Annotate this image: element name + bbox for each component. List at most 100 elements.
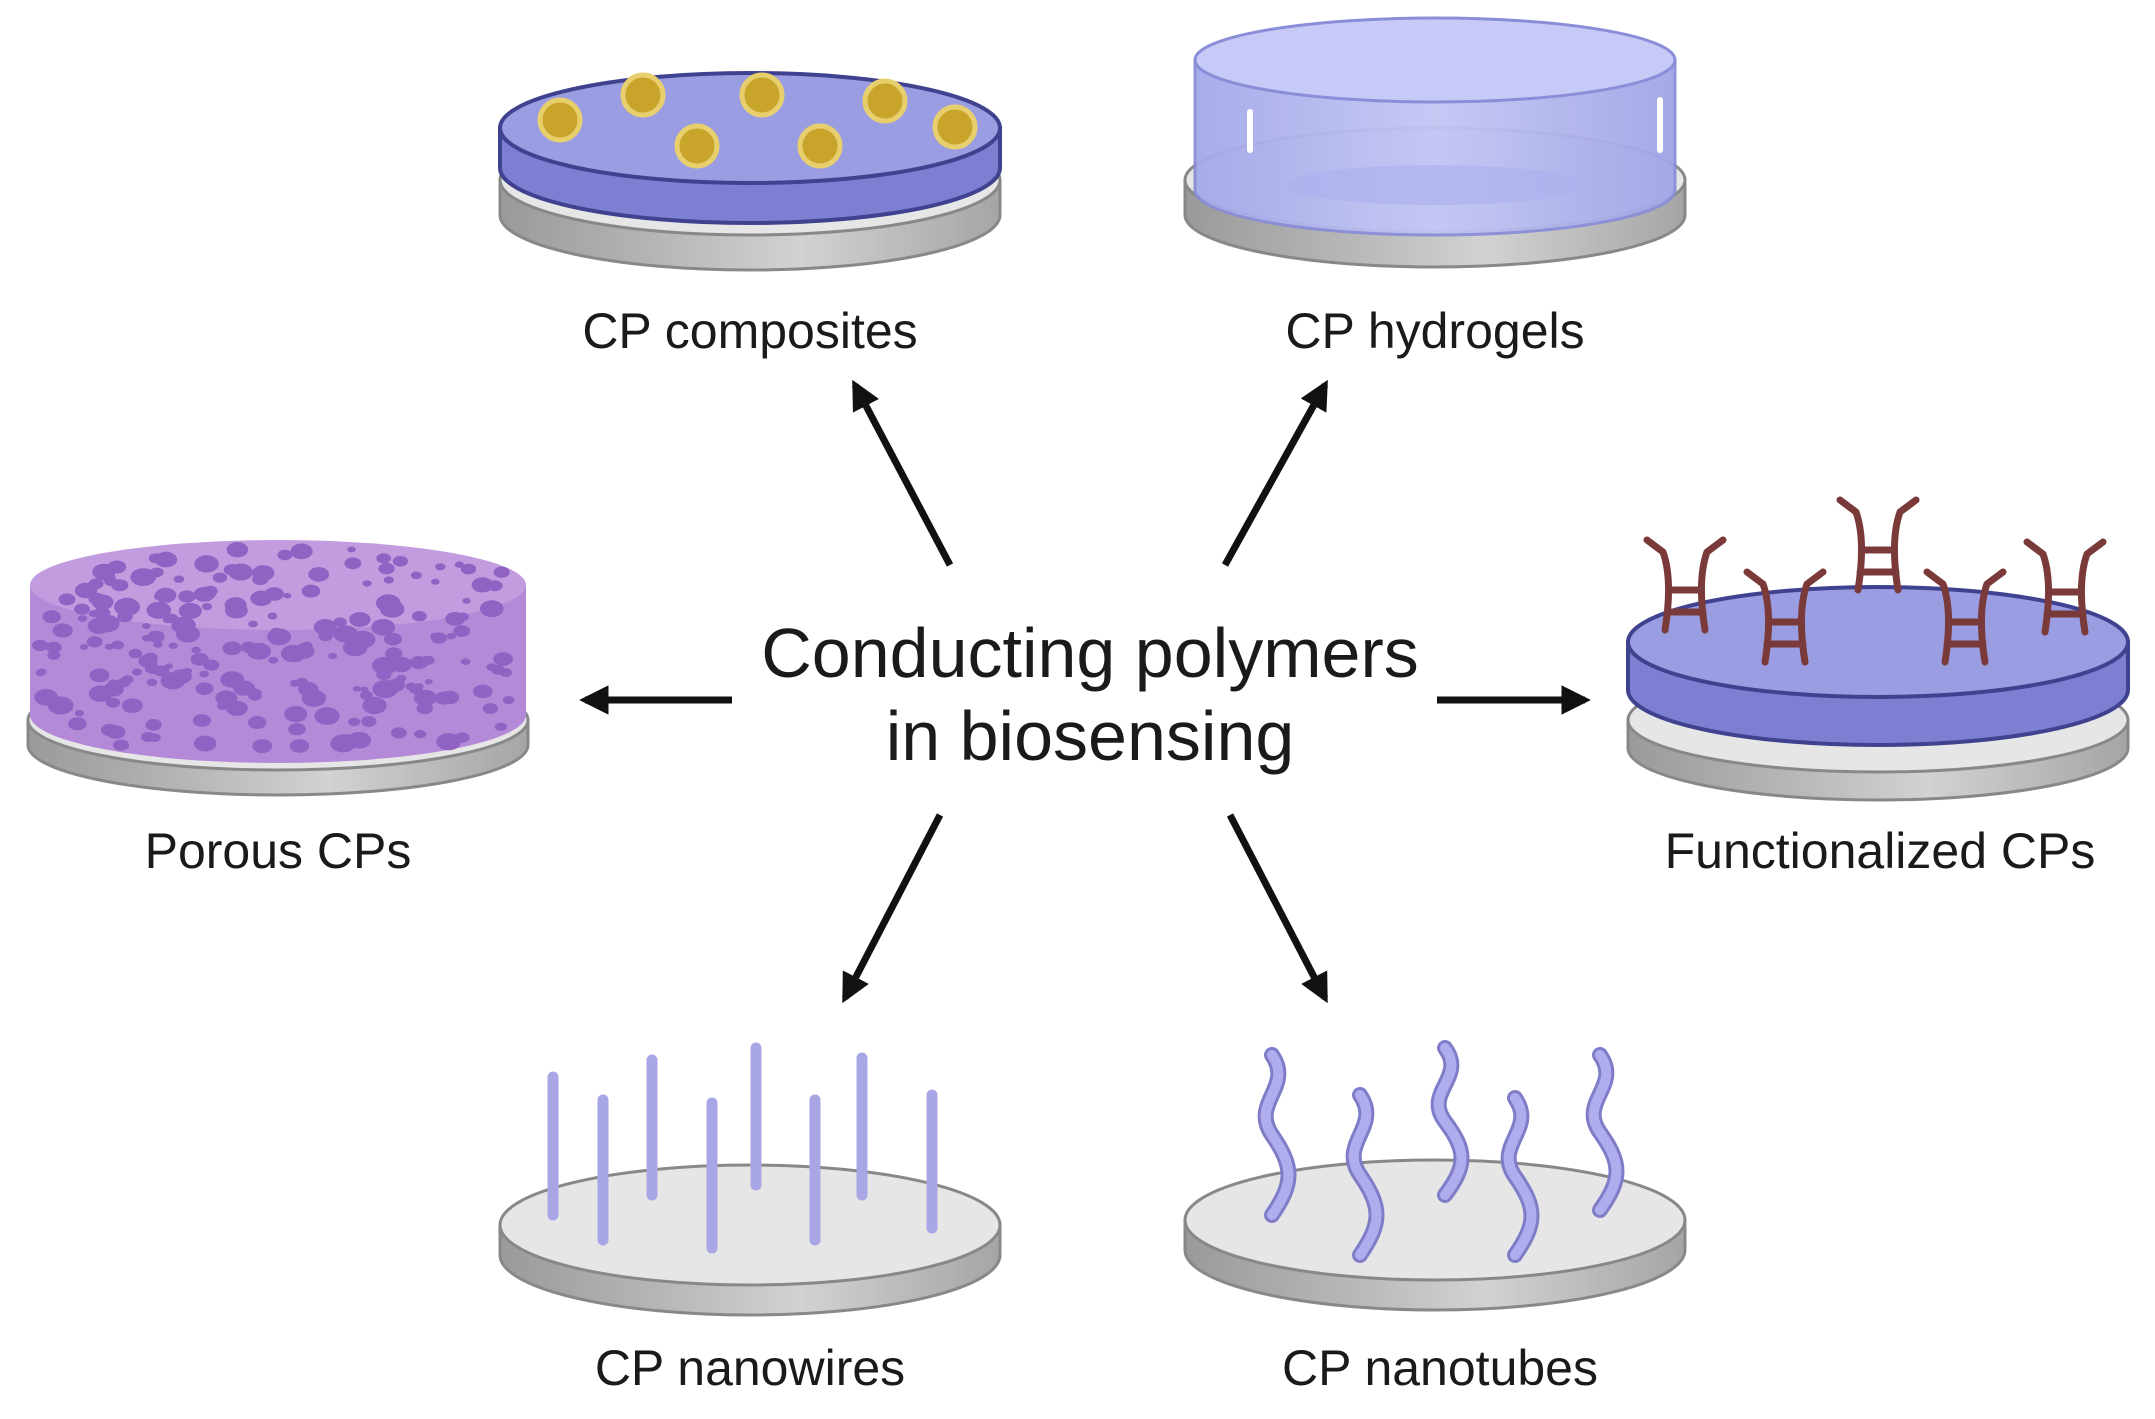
pore (190, 652, 209, 666)
pore (138, 654, 158, 668)
pore (301, 584, 321, 598)
pore (290, 679, 300, 687)
pore (111, 640, 124, 650)
label-cp-composites: CP composites (582, 303, 917, 359)
center-title-line2: in biosensing (886, 697, 1295, 775)
pore (375, 594, 401, 612)
pore (31, 639, 49, 652)
pore (493, 566, 510, 578)
pore (248, 620, 258, 628)
pore (493, 652, 513, 666)
pore (435, 563, 446, 571)
pore (376, 553, 391, 564)
pore (217, 702, 228, 711)
pore (283, 592, 292, 599)
pore (371, 619, 396, 636)
pore (268, 656, 279, 664)
receptor-molecule (1923, 568, 2007, 666)
pore (45, 641, 62, 654)
pore (130, 568, 156, 586)
label-cp-hydrogels: CP hydrogels (1285, 303, 1584, 359)
pore (147, 630, 165, 643)
label-functionalized-cps: Functionalized CPs (1665, 823, 2096, 879)
pore (111, 579, 129, 592)
pore (290, 543, 313, 560)
pore (344, 557, 362, 570)
pore (116, 678, 131, 688)
pores (31, 542, 515, 754)
pore (383, 576, 394, 584)
pore (230, 564, 249, 578)
pore (173, 575, 185, 583)
pore (74, 710, 85, 717)
label-cp-nanowires: CP nanowires (595, 1340, 905, 1396)
arrow-to-nanotubes (1226, 813, 1329, 1004)
pore (77, 615, 88, 622)
label-porous-cps: Porous CPs (145, 823, 412, 879)
pore (499, 668, 512, 677)
nanotube (1260, 1050, 1294, 1220)
pore (325, 621, 336, 629)
pore (486, 663, 498, 671)
pore (254, 717, 265, 725)
pore (100, 723, 119, 737)
nanotube (1588, 1050, 1622, 1215)
composite-particles (537, 72, 978, 169)
pore (201, 603, 213, 611)
pore (479, 600, 504, 618)
pore (141, 732, 156, 742)
pore (384, 632, 402, 646)
pore (250, 590, 273, 606)
pore (114, 597, 140, 617)
pore (79, 644, 89, 650)
cp-nanotubes-illustration: CP nanotubes (1183, 1040, 1687, 1396)
pore (431, 578, 440, 585)
pore (414, 689, 437, 707)
pore (146, 678, 158, 687)
pore (107, 679, 119, 688)
pore (494, 722, 507, 731)
pore (411, 611, 427, 622)
pore (347, 546, 356, 553)
pore (462, 597, 471, 604)
pore (314, 707, 340, 725)
cp-hydrogels-illustration: CP hydrogels (1183, 16, 1687, 359)
pore (267, 612, 278, 620)
pore (416, 702, 433, 715)
pore (153, 641, 163, 648)
pore (142, 623, 151, 629)
porous-cps-illustration: Porous CPs (26, 540, 530, 879)
pore (502, 696, 515, 705)
nanotube (1433, 1043, 1467, 1200)
pore (164, 663, 173, 669)
pore (222, 641, 242, 656)
pore (47, 696, 74, 715)
receptor-molecule (1836, 496, 1920, 594)
pore (113, 739, 130, 751)
arrow-to-hydrogels (1221, 379, 1329, 567)
pore (74, 603, 90, 615)
pore (153, 592, 165, 601)
pore (446, 632, 457, 640)
pore (270, 627, 283, 637)
pore (289, 739, 310, 753)
pore (58, 593, 76, 606)
receptor-molecule (2023, 538, 2107, 636)
pore (175, 625, 200, 643)
pore (105, 697, 121, 708)
pore (193, 735, 217, 752)
pore (430, 632, 440, 640)
pore (362, 580, 372, 587)
pore (89, 668, 110, 683)
receptor-molecule (1743, 568, 1827, 666)
pore (146, 601, 172, 619)
pore (128, 648, 143, 659)
center-title: Conducting polymers in biosensing (761, 614, 1419, 775)
arrow-to-nanowires (841, 813, 944, 1004)
pore (171, 669, 192, 684)
pore (225, 602, 248, 619)
pore (247, 642, 271, 660)
pore (131, 668, 143, 676)
arrow-to-composites (851, 379, 954, 567)
pore (424, 679, 433, 685)
